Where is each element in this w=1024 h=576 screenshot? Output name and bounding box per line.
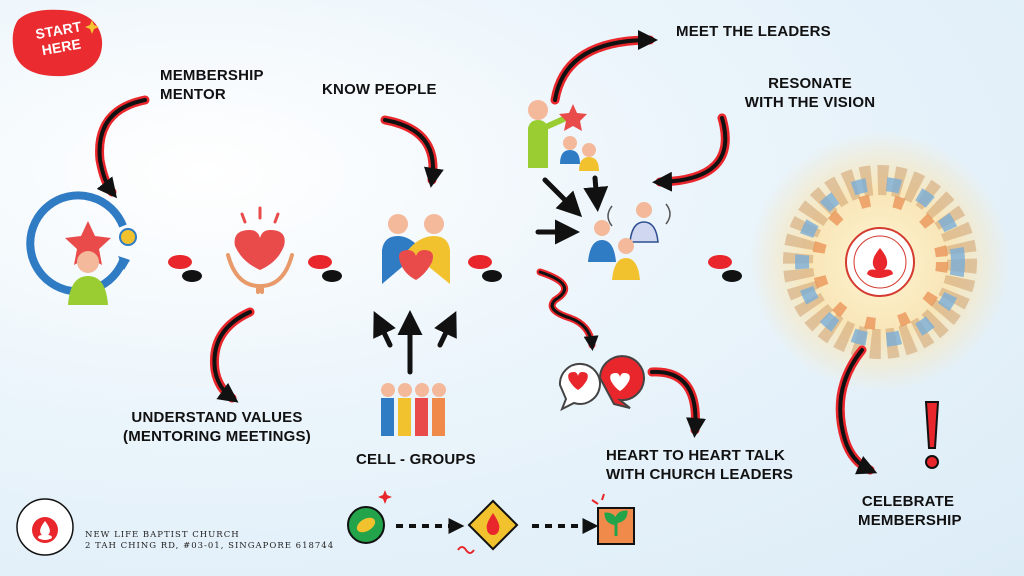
seed-icon [347,506,385,544]
church-name: NEW LIFE BAPTIST CHURCH [85,530,240,540]
arrow-mentor [95,95,150,199]
cell-groups-label: CELL - GROUPS [356,451,476,468]
cell-group-icon [381,383,446,436]
arrows-up-group [373,310,457,375]
sparkle-icon [85,20,99,34]
meeting-icon [588,202,671,280]
arrow-meet-leaders [550,30,658,105]
arrow-values [209,307,255,403]
footprint-icon-4 [708,255,742,282]
hands-heart-icon [226,206,294,294]
sprout-icon [591,493,635,545]
sparkle-icon-2 [378,490,392,504]
celebrate-line2: MEMBERSHIP [858,512,962,529]
church-address-block: NEW LIFE BAPTIST CHURCH 2 TAH CHING RD, … [85,530,334,552]
arrows-into-meeting [535,175,609,245]
footprint-icon-1 [168,255,202,282]
understand-values-line1: UNDERSTAND VALUES [131,409,303,426]
church-address: 2 TAH CHING RD, #03-01, SINGAPORE 618744 [85,541,335,551]
heart-talk-line1: HEART TO HEART TALK [606,447,786,464]
start-here-badge [12,9,103,77]
resonate-label: RESONATE WITH THE VISION [735,74,885,112]
mentor-icon [26,191,137,305]
membership-mentor-label: MEMBERSHIP MENTOR [160,66,264,104]
heart-talk-line2: WITH CHURCH LEADERS [606,466,794,483]
community-circle-icon [750,132,1010,392]
understand-values-line2: (MENTORING MEETINGS) [123,428,311,445]
membership-mentor-line2: MENTOR [160,86,226,103]
arrow-resonate [652,113,730,192]
resonate-line1: RESONATE [768,75,852,92]
resonate-line2: WITH THE VISION [744,94,876,111]
meet-leaders-label: MEET THE LEADERS [676,23,831,40]
people-hug-icon [382,214,450,284]
church-seal-logo [16,498,74,556]
arrow-heart-talk [536,268,599,351]
celebrate-line1: CELEBRATE [861,493,955,510]
arrow-know-people [380,115,444,188]
arrow-celebrate [835,345,878,475]
arrow-chat-to-label [647,367,706,438]
leader-icon [528,100,599,171]
heart-chat-icon [558,355,645,412]
exclamation-icon [924,401,940,469]
celebrate-label: CELEBRATE MEMBERSHIP [858,492,962,530]
heart-talk-label: HEART TO HEART TALK WITH CHURCH LEADERS [606,446,793,484]
footprint-icon-2 [308,255,342,282]
membership-mentor-line1: MEMBERSHIP [160,67,264,84]
understand-values-label: UNDERSTAND VALUES (MENTORING MEETINGS) [112,408,322,446]
footprint-icon-3 [468,255,502,282]
know-people-label: KNOW PEOPLE [322,81,437,98]
water-drop-icon [457,499,519,554]
